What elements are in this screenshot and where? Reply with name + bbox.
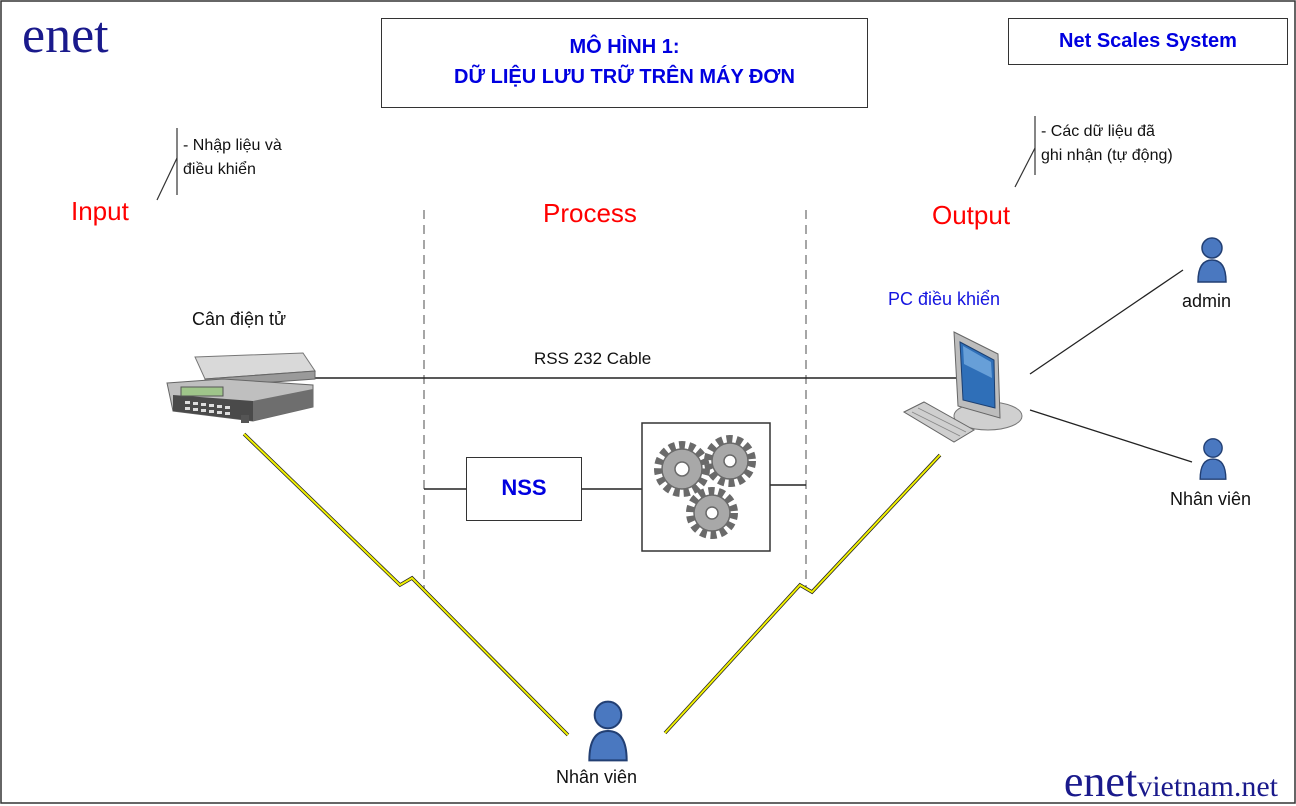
pc-admin-link (1029, 269, 1184, 375)
footer-logo-suffix: vietnam.net (1137, 770, 1278, 803)
input-note-line-1: - Nhập liệu và (183, 137, 282, 154)
nss-box: NSS (466, 457, 582, 521)
section-output: Output (932, 200, 1011, 230)
wireless-link-scale-fill (243, 433, 569, 736)
staff-right-user-icon (1199, 438, 1227, 480)
gears-icon (654, 435, 756, 539)
cable-label: RSS 232 Cable (534, 349, 652, 368)
pc-icon (902, 331, 1023, 443)
title-box: MÔ HÌNH 1: DỮ LIỆU LƯU TRỮ TRÊN MÁY ĐƠN (381, 18, 868, 108)
electronic-scale-icon (166, 352, 316, 423)
output-note-line-1: - Các dữ liệu đã (1041, 123, 1155, 140)
staff-right-label: Nhân viên (1170, 489, 1252, 509)
admin-user-icon (1197, 237, 1227, 283)
staff-bottom-user-icon (588, 700, 628, 762)
input-note: - Nhập liệu và điều khiển (183, 134, 282, 182)
footer-logo-brand: enet (1063, 757, 1138, 806)
output-note-pointer (1014, 147, 1036, 188)
input-note-pointer (156, 157, 178, 201)
scale-label: Cân điện tử (192, 309, 287, 329)
footer-logo: enetvietnam.net (1064, 760, 1278, 804)
output-note: - Các dữ liệu đã ghi nhận (tự động) (1041, 120, 1173, 168)
input-note-line-2: điều khiển (183, 161, 256, 178)
system-name-box: Net Scales System (1008, 18, 1288, 65)
pc-label: PC điều khiển (888, 289, 1001, 309)
title-line-2: DỮ LIỆU LƯU TRỮ TRÊN MÁY ĐƠN (454, 66, 795, 88)
title-line-1: MÔ HÌNH 1: (569, 36, 680, 58)
pc-staff-link (1029, 409, 1193, 463)
staff-bottom-label: Nhân viên (556, 767, 638, 787)
wireless-link-pc-fill (664, 454, 941, 734)
admin-label: admin (1182, 291, 1232, 311)
output-note-line-2: ghi nhận (tự động) (1041, 147, 1173, 164)
section-input: Input (71, 196, 129, 226)
section-process: Process (543, 198, 637, 228)
enet-logo: enet (22, 7, 109, 64)
